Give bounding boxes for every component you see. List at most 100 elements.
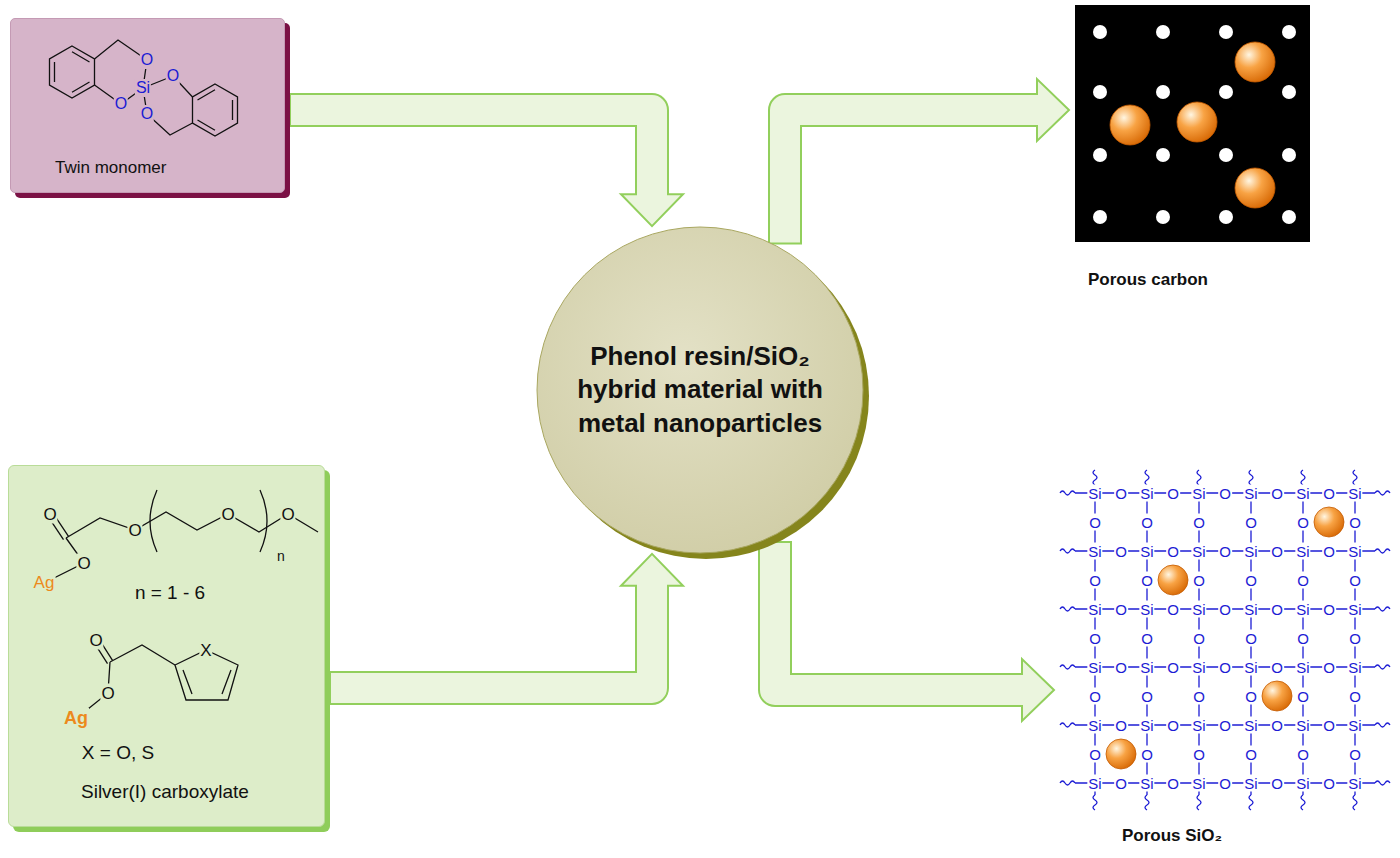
lattice-atom: O (1322, 775, 1336, 792)
lattice-atom: O (1088, 514, 1102, 531)
lattice-atom: O (1296, 688, 1310, 705)
hybrid-circle (537, 227, 863, 553)
repeat-index: n (276, 548, 286, 564)
arrow-shaft-border (329, 585, 652, 688)
lattice-atom: Si (1087, 659, 1102, 676)
lattice-atom: O (1218, 717, 1232, 734)
lattice-atom: Si (1191, 717, 1206, 734)
lattice-bonds (1145, 795, 1149, 810)
lattice-bonds (1249, 470, 1253, 485)
lattice-atom: O (1270, 601, 1284, 618)
porous-carbon-illustration (1219, 210, 1233, 224)
carboxylate-structures (78, 645, 175, 717)
arrow-joint (1019, 675, 1030, 705)
porous-carbon-illustration (1093, 85, 1107, 99)
lattice-atom: Si (1347, 485, 1362, 502)
lattice-atom: O (1166, 717, 1180, 734)
lattice-atom: Si (1087, 601, 1102, 618)
carboxylate-structures (150, 490, 267, 552)
atom-label: O (88, 631, 103, 650)
twin-monomer-structure (55, 52, 90, 93)
lattice-bonds (1375, 549, 1390, 553)
lattice-atom: O (1348, 514, 1362, 531)
lattice-atom: O (1348, 746, 1362, 763)
lattice-atom: O (1114, 543, 1128, 560)
arrow-joint (637, 191, 667, 202)
lattice-atom: Si (1295, 775, 1310, 792)
lattice-atom: O (1088, 688, 1102, 705)
lattice-bonds (1301, 795, 1305, 810)
lattice-atom: O (1140, 514, 1154, 531)
arrow-shaft-border (785, 110, 1038, 245)
silver-nanoparticle (1314, 507, 1344, 537)
porous-carbon-illustration (1156, 148, 1170, 162)
lattice-atom: O (1166, 485, 1180, 502)
lattice-atom: Si (1243, 717, 1258, 734)
lattice-atom: O (1322, 717, 1336, 734)
lattice-bonds (1375, 781, 1390, 785)
lattice-atom: O (1192, 630, 1206, 647)
lattice-atom: Si (1191, 601, 1206, 618)
porous-carbon-illustration (1093, 25, 1296, 224)
lattice-atom: O (1270, 485, 1284, 502)
atom-label: O (220, 505, 235, 524)
lattice-bonds (1353, 795, 1357, 810)
arrow-shaft (775, 543, 1023, 690)
lattice-atom: O (1166, 775, 1180, 792)
lattice-bonds (1060, 781, 1075, 785)
lattice-atom: Si (1347, 543, 1362, 560)
lattice-atom: Si (1139, 775, 1154, 792)
porous-carbon-illustration (1093, 210, 1107, 224)
lattice-bonds (1249, 795, 1253, 810)
lattice-atom: O (1348, 688, 1362, 705)
lattice-atom: O (1166, 659, 1180, 676)
lattice-atom: O (1244, 688, 1258, 705)
arrow-shaft-border (775, 541, 1023, 690)
porous-carbon-illustration (1282, 25, 1296, 39)
atom-label: O (140, 51, 154, 69)
porous-silica-region: Porous SiO₂ (1060, 478, 1395, 800)
twin-monomer-structure (50, 40, 238, 136)
lattice-bonds (1375, 491, 1390, 495)
lattice-atom: O (1296, 630, 1310, 647)
lattice-atom: O (1192, 688, 1206, 705)
porous-carbon-illustration (1219, 148, 1233, 162)
arrow-joint (1034, 95, 1045, 125)
lattice-bonds (1145, 470, 1149, 485)
lattice-atom: O (1218, 543, 1232, 560)
lattice-atom: Si (1191, 659, 1206, 676)
lattice-bonds (1060, 491, 1075, 495)
lattice-atom: O (1140, 630, 1154, 647)
porous-carbon-illustration (1110, 105, 1150, 145)
lattice-atom: O (1140, 746, 1154, 763)
repeat-range: n = 1 - 6 (134, 582, 206, 603)
atom-label: O (100, 684, 115, 703)
porous-carbon-illustration (1110, 42, 1275, 208)
lattice-atom: O (1088, 572, 1102, 589)
lattice-atom: Si (1295, 601, 1310, 618)
box-caption: Twin monomer (55, 158, 166, 178)
twin-monomer-structure (193, 84, 238, 136)
lattice-bonds (1375, 723, 1390, 727)
porous-carbon-illustration (1282, 148, 1296, 162)
twin-monomer-structure (50, 46, 95, 98)
lattice-atom: O (1322, 659, 1336, 676)
atom-label: Si (135, 79, 151, 97)
lattice-atom: Si (1139, 601, 1154, 618)
lattice-atom: Si (1087, 543, 1102, 560)
lattice-bonds (1060, 607, 1075, 611)
atom-label: O (280, 505, 295, 524)
porous-carbon-illustration (1235, 168, 1275, 208)
lattice-atom: Si (1347, 601, 1362, 618)
porous-carbon-illustration (1177, 102, 1217, 142)
lattice-atom: Si (1243, 659, 1258, 676)
silver-nanoparticle (1262, 681, 1292, 711)
atom-label: O (76, 554, 91, 573)
lattice-atom: Si (1139, 543, 1154, 560)
lattice-atom: Si (1243, 543, 1258, 560)
porous-carbon-illustration (1156, 25, 1170, 39)
hybrid-circle: Phenol resin/SiO₂ hybrid material with m… (535, 225, 865, 555)
lattice-atom: O (1088, 630, 1102, 647)
